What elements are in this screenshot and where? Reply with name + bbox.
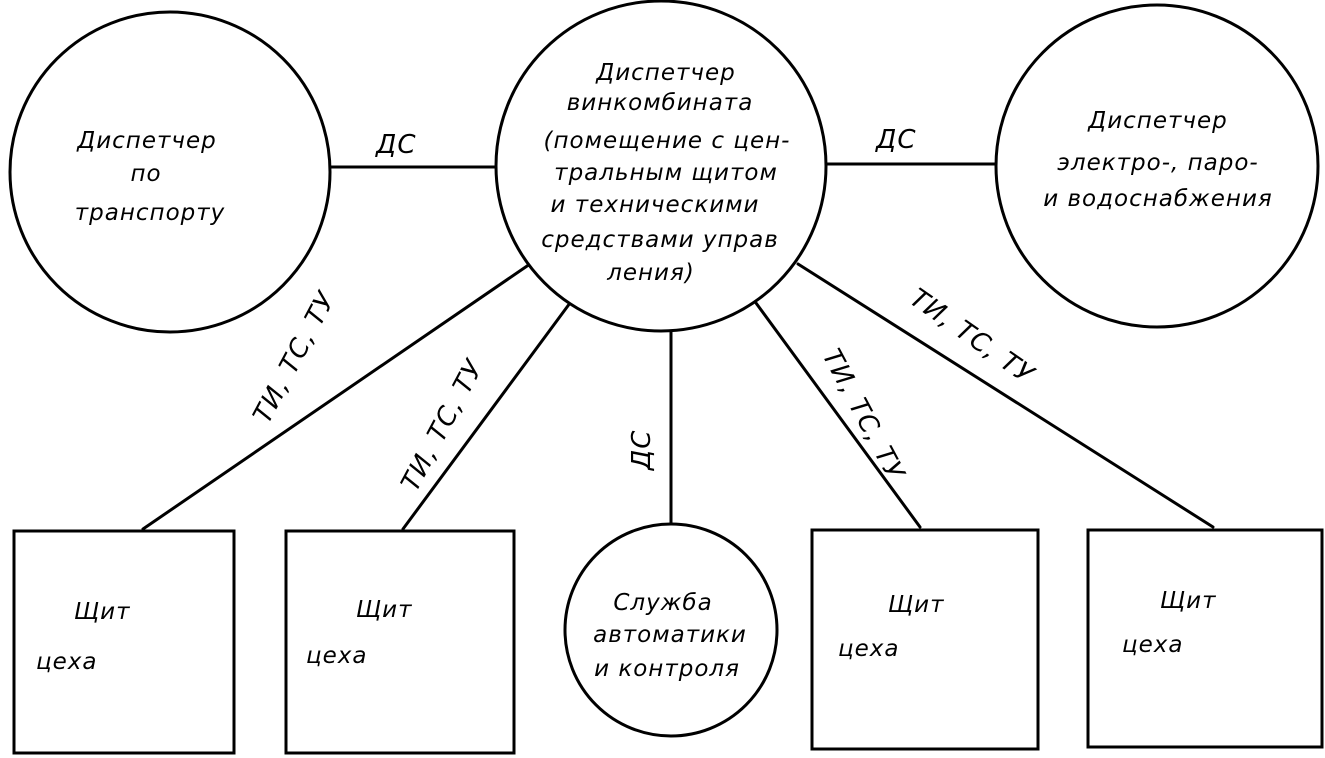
- link-shop3: [754, 301, 922, 529]
- shop-panel-title: Щит: [888, 592, 945, 618]
- left-node-text: Диспетчер по транспорту: [75, 128, 226, 226]
- shop-panel-title: Щит: [74, 599, 131, 625]
- right-dispatcher-node: [994, 3, 1320, 329]
- shop-panel-2: [284, 529, 516, 755]
- shop-panel-4: [1086, 528, 1324, 749]
- left-dispatcher-node: [8, 10, 332, 334]
- right-node-line: электро-, паро-: [1057, 150, 1258, 176]
- left-node-line: Диспетчер: [76, 128, 217, 154]
- center-node-text: Диспетчер винкомбината (помещение с цен-…: [541, 60, 791, 286]
- center-node-line: ления): [606, 260, 695, 286]
- shop-panel-subtitle: цеха: [838, 636, 900, 662]
- left-node-line: по: [130, 161, 161, 187]
- automation-service-node: [563, 522, 779, 738]
- center-node-line: тральным щитом: [554, 160, 778, 186]
- link-label-shop3: ТИ, ТС, ТУ: [816, 344, 911, 486]
- automation-service-line: Служба: [613, 590, 712, 616]
- link-label-shop1: ТИ, ТС, ТУ: [248, 286, 343, 428]
- right-node-line: Диспетчер: [1087, 108, 1228, 134]
- link-shop4: [796, 262, 1215, 529]
- shop-panel-3: [810, 528, 1040, 751]
- shop-panel-title: Щит: [356, 597, 413, 623]
- shop-panel-2-text: Щит цеха: [306, 597, 413, 669]
- left-node-line: транспорту: [75, 200, 226, 226]
- right-node-text: Диспетчер электро-, паро- и водоснабжени…: [1043, 108, 1273, 212]
- shop-panel-1-text: Щит цеха: [36, 599, 131, 675]
- shop-panel-subtitle: цеха: [1122, 632, 1184, 658]
- shop-panel-subtitle: цеха: [306, 643, 368, 669]
- link-shop2: [401, 301, 572, 531]
- link-shop1: [141, 262, 532, 531]
- shop-panel-subtitle: цеха: [36, 649, 98, 675]
- right-node-line: и водоснабжения: [1043, 186, 1273, 212]
- automation-service-line: автоматики: [593, 622, 747, 648]
- shop-panel-title: Щит: [1160, 588, 1217, 614]
- shop-panel-1: [12, 529, 236, 755]
- shop-panel-3-text: Щит цеха: [838, 592, 945, 662]
- link-label-right: ДС: [875, 125, 916, 155]
- link-label-down: ДС: [627, 430, 657, 471]
- shop-panel-4-text: Щит цеха: [1122, 588, 1217, 658]
- center-node-line: средствами управ: [541, 227, 779, 253]
- link-label-left: ДС: [375, 130, 416, 160]
- automation-service-line: и контроля: [594, 656, 740, 682]
- center-dispatcher-node: [494, 0, 828, 333]
- center-node-line: Диспетчер: [595, 60, 736, 86]
- automation-service-text: Служба автоматики и контроля: [593, 590, 747, 682]
- center-node-line: (помещение с цен-: [544, 128, 791, 154]
- center-node-line: и техническими: [551, 192, 760, 218]
- center-node-line: винкомбината: [567, 90, 754, 116]
